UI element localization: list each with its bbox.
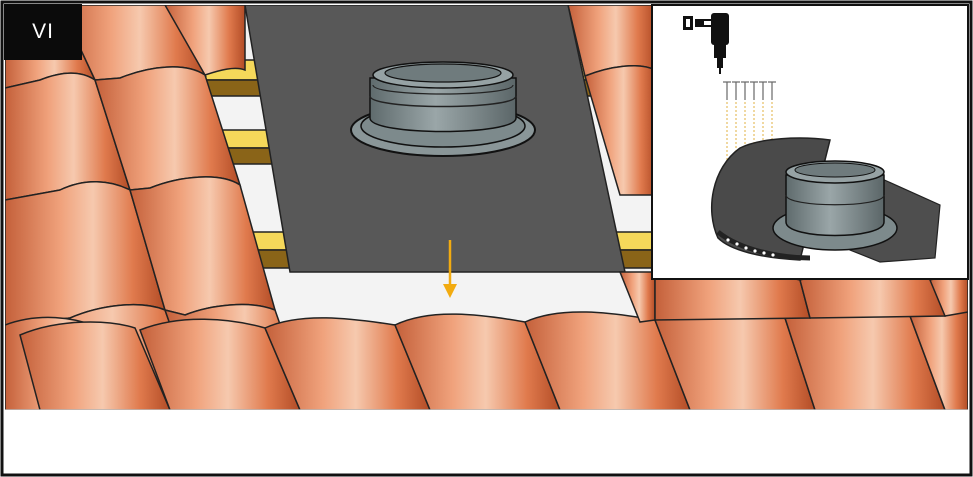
step-label: VI <box>4 4 82 60</box>
inset-pipe-collar <box>773 161 897 250</box>
pipe-boot-collar <box>351 62 535 156</box>
inset-panel <box>652 5 968 279</box>
